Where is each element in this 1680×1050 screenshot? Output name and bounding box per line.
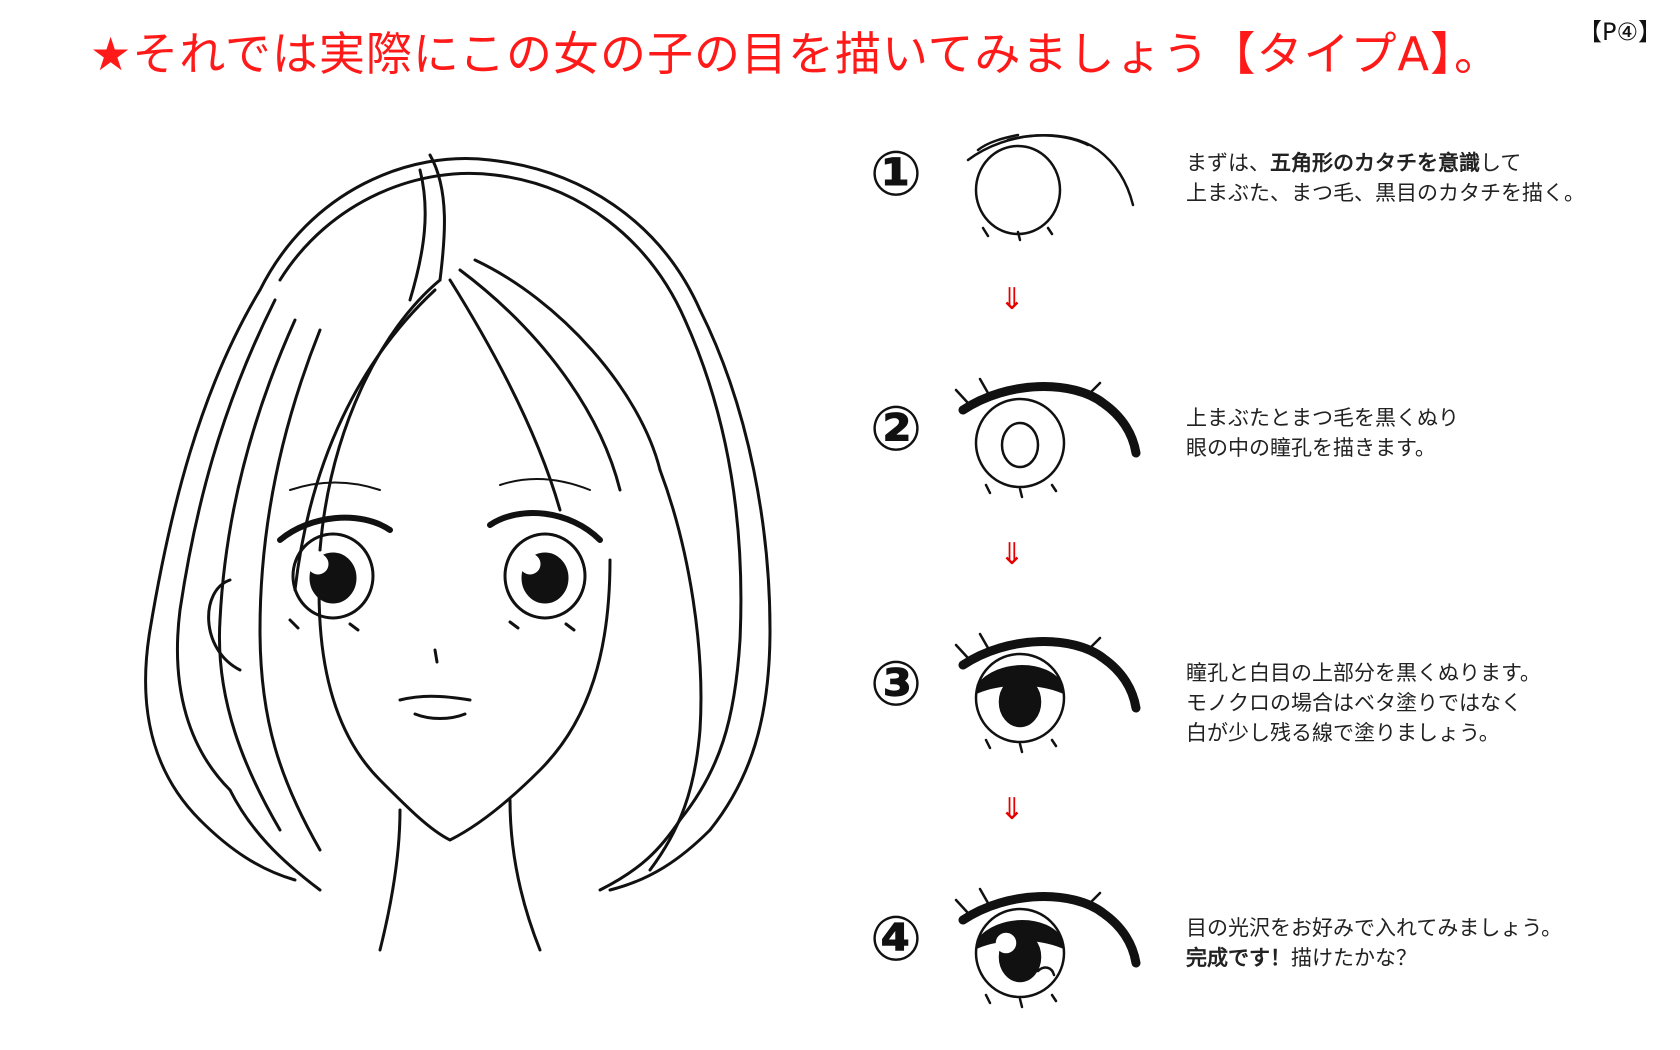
step-1-line1-pre: まずは、 <box>1186 151 1270 175</box>
step-3-line3: 白が少し残る線で塗りましょう。 <box>1186 721 1500 745</box>
step-1: ① まずは、五角形のカタチを意識して 上まぶた、まつ毛、黒目のカタチを描く。 <box>860 120 1660 260</box>
flow-arrow-2: ⇓ <box>999 537 1025 572</box>
page-number-tag: 【P④】 <box>1578 18 1662 46</box>
step-3-line1: 瞳孔と白目の上部分を黒くぬります。 <box>1186 661 1541 685</box>
step-4-line2-bold: 完成です！ <box>1186 946 1291 970</box>
step-4-text: 目の光沢をお好みで入れてみましょう。 完成です！描けたかな？ <box>1186 913 1646 973</box>
step-1-line1-post: して <box>1480 151 1522 175</box>
girl-portrait-icon <box>144 153 772 952</box>
step-1-number: ① <box>869 137 923 210</box>
flow-arrow-1: ⇓ <box>999 282 1025 317</box>
step-3: ③ 瞳孔と白目の上部分を黒くぬります。 モノクロの場合はベタ塗りではなく 白が少… <box>860 630 1660 770</box>
step-2-number: ② <box>869 392 923 465</box>
step-2-text: 上まぶたとまつ毛を黒くぬり 眼の中の瞳孔を描きます。 <box>1186 403 1646 463</box>
step-3-line2: モノクロの場合はベタ塗りではなく <box>1186 691 1522 715</box>
step-4-line1: 目の光沢をお好みで入れてみましょう。 <box>1186 916 1563 940</box>
step-2: ② 上まぶたとまつ毛を黒くぬり 眼の中の瞳孔を描きます。 <box>860 375 1660 515</box>
eye-finished-icon <box>954 887 1141 1009</box>
step-4-line2-post: 描けたかな？ <box>1291 946 1417 970</box>
page-title: ★それでは実際にこの女の子の目を描いてみましょう【タイプA】。 <box>90 27 1502 81</box>
step-4-number: ④ <box>869 902 923 975</box>
step-2-line2: 眼の中の瞳孔を描きます。 <box>1186 436 1436 460</box>
step-1-text: まずは、五角形のカタチを意識して 上まぶた、まつ毛、黒目のカタチを描く。 <box>1186 148 1646 208</box>
step-3-number: ③ <box>869 647 923 720</box>
flow-arrow-3: ⇓ <box>999 792 1025 827</box>
step-4: ④ 目の光沢をお好みで入れてみましょう。 完成です！描けたかな？ <box>860 885 1660 1025</box>
step-2-line1: 上まぶたとまつ毛を黒くぬり <box>1186 406 1459 430</box>
step-1-line2: 上まぶた、まつ毛、黒目のカタチを描く。 <box>1186 181 1585 205</box>
step-3-text: 瞳孔と白目の上部分を黒くぬります。 モノクロの場合はベタ塗りではなく 白が少し残… <box>1186 658 1646 748</box>
eye-lashes-pupil-icon <box>954 377 1141 499</box>
eye-outline-sketch-icon <box>966 133 1135 242</box>
step-1-line1-bold: 五角形のカタチを意識 <box>1270 151 1480 175</box>
eye-shaded-icon <box>954 632 1141 754</box>
